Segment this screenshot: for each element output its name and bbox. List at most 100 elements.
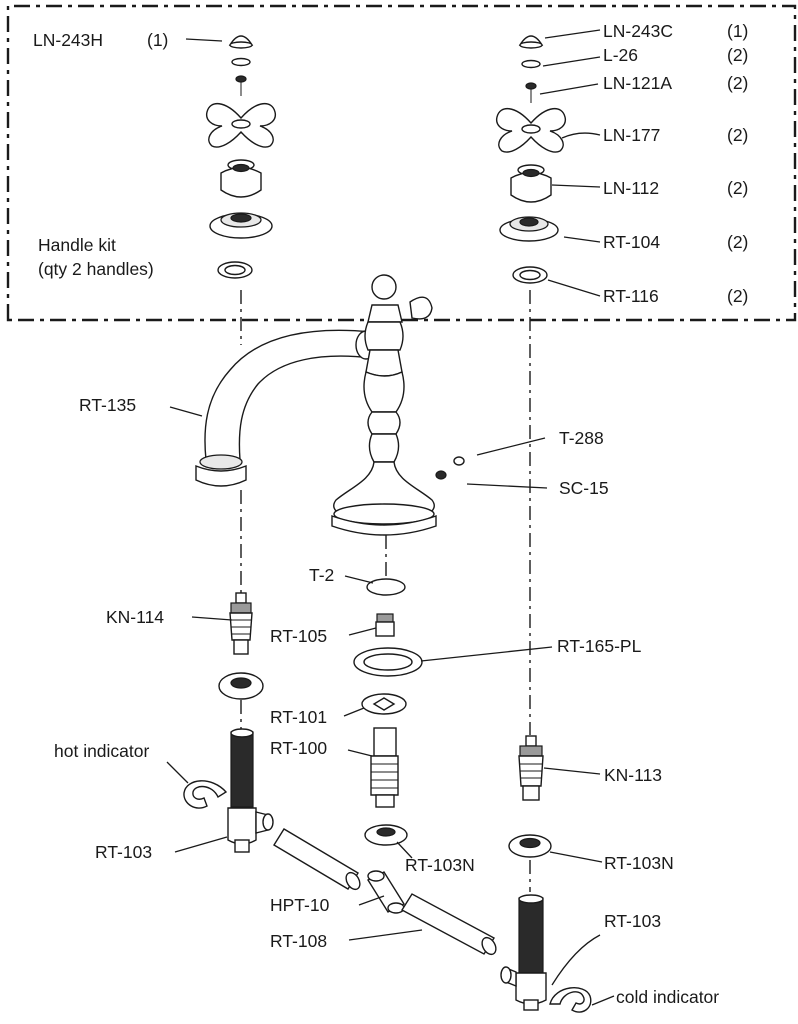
ln-243c-cap bbox=[518, 35, 544, 49]
label-t-288: T-288 bbox=[559, 428, 604, 448]
label-t-2: T-2 bbox=[309, 565, 334, 585]
label-rt-103n-right: RT-103N bbox=[604, 853, 674, 873]
rt-103n-right-nut bbox=[508, 834, 552, 858]
label-rt-100: RT-100 bbox=[270, 738, 327, 758]
qty-ln-243h: (1) bbox=[147, 30, 168, 50]
left-handle-screw bbox=[235, 75, 247, 96]
left-cross-handle bbox=[205, 103, 277, 148]
rt-103n-center-nut bbox=[364, 824, 408, 846]
t-2-o-ring bbox=[366, 578, 406, 596]
label-l-26: L-26 bbox=[603, 45, 638, 65]
label-rt-103-left: RT-103 bbox=[95, 842, 152, 862]
qty-ln-243c: (1) bbox=[727, 21, 748, 41]
label-rt-135: RT-135 bbox=[79, 395, 136, 415]
label-cold-indicator: cold indicator bbox=[616, 987, 719, 1007]
rt-100-shank bbox=[370, 727, 399, 808]
label-ln-243h: LN-243H bbox=[33, 30, 103, 50]
handle-kit-title: Handle kit bbox=[38, 235, 116, 255]
leader-t-288 bbox=[476, 437, 546, 456]
label-rt-116: RT-116 bbox=[603, 286, 659, 306]
rt-103-hot-valve-body bbox=[227, 728, 274, 853]
hpt-10-tee bbox=[366, 870, 406, 914]
rt-103-cold-valve-body bbox=[500, 894, 547, 1011]
left-o-ring bbox=[231, 57, 251, 67]
rt-101-plate bbox=[361, 693, 407, 715]
label-hpt-10: HPT-10 bbox=[270, 895, 330, 915]
leader-rt-101 bbox=[343, 707, 365, 717]
leader-l-26 bbox=[542, 56, 601, 67]
rt-108-pipe bbox=[401, 893, 497, 956]
kn-113-valve-cartridge bbox=[518, 735, 544, 801]
label-ln-112: LN-112 bbox=[603, 178, 659, 198]
faucet-body bbox=[331, 274, 437, 536]
leader-sc-15 bbox=[466, 483, 548, 489]
leader-cold-indicator bbox=[591, 995, 615, 1006]
rt-165-pl-gasket bbox=[353, 647, 423, 677]
leader-rt-116 bbox=[547, 279, 601, 297]
qty-rt-104: (2) bbox=[727, 232, 748, 252]
l-26-o-ring bbox=[521, 59, 541, 69]
label-ln-121a: LN-121A bbox=[603, 73, 672, 93]
ln-112-sleeve bbox=[510, 164, 552, 203]
label-sc-15: SC-15 bbox=[559, 478, 609, 498]
rt-116-washer bbox=[512, 266, 548, 284]
leader-ln-243h bbox=[185, 38, 223, 42]
label-rt-108: RT-108 bbox=[270, 931, 327, 951]
leader-ln-121a bbox=[539, 83, 599, 95]
label-rt-104: RT-104 bbox=[603, 232, 660, 252]
left-rt-116-washer bbox=[217, 261, 253, 279]
leader-ln-243c bbox=[544, 29, 601, 39]
rt-104-flange bbox=[499, 216, 559, 242]
qty-ln-112: (2) bbox=[727, 178, 748, 198]
handle-kit-qty: (qty 2 handles) bbox=[38, 259, 154, 279]
leader-rt-103n-right bbox=[549, 851, 603, 863]
leader-rt-103n-center bbox=[396, 841, 413, 859]
label-rt-103n-center: RT-103N bbox=[405, 855, 475, 875]
leader-hot-indicator bbox=[166, 761, 189, 784]
sc-15-set-screw bbox=[435, 470, 447, 480]
qty-l-26: (2) bbox=[727, 45, 748, 65]
rt-105-fitting bbox=[375, 613, 395, 637]
left-mounting-nut bbox=[218, 672, 264, 700]
kn-114-valve-cartridge bbox=[229, 592, 253, 655]
label-rt-165-pl: RT-165-PL bbox=[557, 636, 642, 656]
label-rt-105: RT-105 bbox=[270, 626, 327, 646]
ln-121a-screw bbox=[525, 82, 537, 103]
label-rt-101: RT-101 bbox=[270, 707, 327, 727]
label-rt-103-right: RT-103 bbox=[604, 911, 661, 931]
qty-ln-121a: (2) bbox=[727, 73, 748, 93]
leader-t-2 bbox=[344, 575, 374, 584]
leader-rt-108 bbox=[348, 929, 423, 941]
leader-ln-177 bbox=[561, 132, 601, 139]
label-kn-114: KN-114 bbox=[106, 607, 164, 627]
ln-177-cross-handle bbox=[495, 108, 567, 153]
leader-kn-114 bbox=[191, 616, 233, 621]
label-hot-indicator: hot indicator bbox=[54, 741, 150, 761]
handle-kit-boundary bbox=[6, 4, 797, 322]
label-kn-113: KN-113 bbox=[604, 765, 662, 785]
leader-rt-135 bbox=[169, 406, 203, 417]
left-rt-108-pipe bbox=[273, 828, 361, 891]
leader-rt-104 bbox=[563, 236, 601, 243]
leader-ln-112 bbox=[551, 184, 601, 188]
leader-hpt-10 bbox=[358, 895, 385, 906]
qty-rt-116: (2) bbox=[727, 286, 748, 306]
left-ln-112-sleeve bbox=[220, 159, 262, 198]
leader-kn-113 bbox=[543, 767, 601, 775]
label-ln-177: LN-177 bbox=[603, 125, 660, 145]
ln-243h-cap bbox=[228, 35, 254, 49]
t-288-washer bbox=[453, 456, 465, 466]
leader-rt-100 bbox=[347, 749, 373, 757]
cold-indicator-clip bbox=[549, 987, 592, 1013]
hot-indicator-clip bbox=[183, 780, 228, 809]
left-rt-104-flange bbox=[209, 212, 273, 239]
leader-rt-165-pl bbox=[420, 646, 553, 662]
leader-rt-105 bbox=[348, 627, 377, 636]
leader-rt-103-left bbox=[174, 836, 228, 853]
label-ln-243c: LN-243C bbox=[603, 21, 673, 41]
rt-135-spout bbox=[195, 329, 377, 487]
leader-rt-103-right bbox=[551, 934, 601, 986]
qty-ln-177: (2) bbox=[727, 125, 748, 145]
